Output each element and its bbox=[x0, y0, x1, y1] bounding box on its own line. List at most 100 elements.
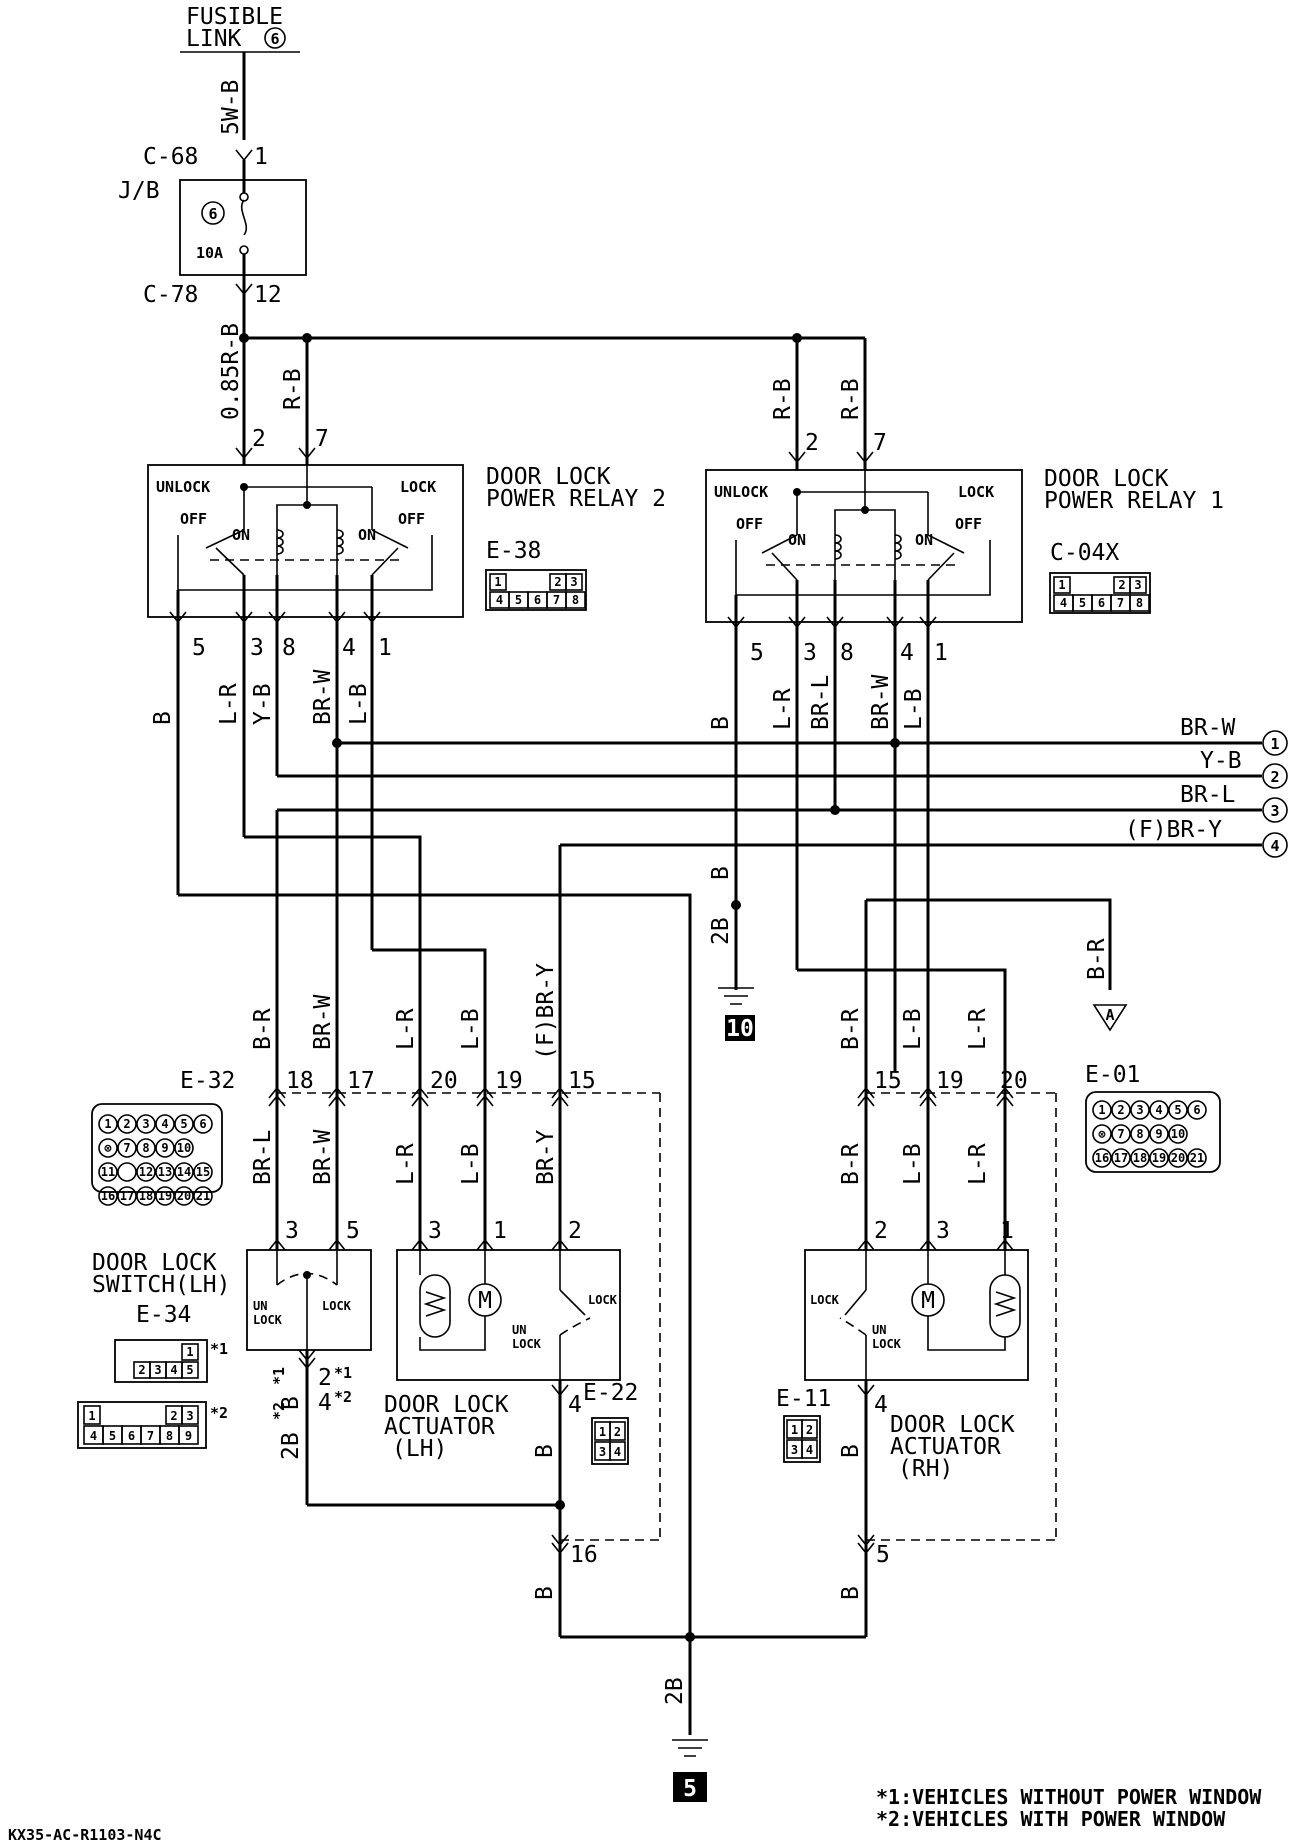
connector-pin bbox=[136, 1162, 156, 1182]
ground10-wire-label: B bbox=[708, 866, 734, 880]
connector-pin bbox=[1092, 1100, 1112, 1120]
relay2-wire-label: L-R bbox=[216, 683, 242, 725]
relay2-wire-label: Y-B bbox=[250, 683, 276, 725]
fuse-end-top bbox=[239, 192, 249, 202]
connector-pin-label: 7 bbox=[1117, 1127, 1124, 1141]
ground10-number: 10 bbox=[726, 1016, 754, 1042]
jb-label: J/B bbox=[118, 178, 160, 204]
actuator-rh-pin: 3 bbox=[936, 1218, 950, 1244]
connector-pin bbox=[1168, 1124, 1188, 1144]
c78-terminal bbox=[235, 283, 253, 296]
connector-pin bbox=[155, 1162, 175, 1182]
connector-pin-label: 3 bbox=[186, 1409, 193, 1423]
switch-lh-note1: *1 bbox=[334, 1364, 352, 1382]
relay2-out-pin: 8 bbox=[282, 635, 296, 661]
connector-pin-label: 9 bbox=[1155, 1127, 1162, 1141]
connector-pin bbox=[98, 1138, 118, 1158]
actuator-rh-box bbox=[804, 1249, 1029, 1381]
e32-pin16-terminal bbox=[551, 1534, 569, 1555]
switch-lh-pin-a: 3 bbox=[285, 1218, 299, 1244]
connector-pin-label: 4 bbox=[90, 1429, 97, 1443]
relay2-box bbox=[147, 464, 464, 618]
actuator-lh-heater-icon bbox=[419, 1274, 451, 1338]
bus-terminal bbox=[1262, 763, 1288, 789]
connector-pin-label: 18 bbox=[1133, 1151, 1147, 1165]
connector-pin bbox=[1130, 1148, 1150, 1168]
relay2-wire-label: B bbox=[150, 711, 176, 725]
connector-pin bbox=[117, 1162, 137, 1182]
relay2-out-pin: 1 bbox=[378, 635, 392, 661]
connector-pin bbox=[1092, 1124, 1112, 1144]
relay1-off-right: OFF bbox=[955, 515, 982, 533]
connector-pin bbox=[117, 1138, 137, 1158]
connector-pin bbox=[1111, 1148, 1131, 1168]
relay1-title-1: DOOR LOCK bbox=[1044, 466, 1169, 492]
switch-lh-id: E-34 bbox=[136, 1302, 191, 1328]
bus-terminal bbox=[1262, 832, 1288, 858]
relay2: UNLOCK LOCK OFF OFF ON ON bbox=[147, 464, 464, 618]
connector-pin bbox=[174, 1138, 194, 1158]
connector-pin bbox=[1187, 1100, 1207, 1120]
relay1-lock-label: LOCK bbox=[958, 483, 994, 501]
relay2-switch-left bbox=[205, 529, 245, 549]
relay1-out-pin: 1 bbox=[934, 640, 948, 666]
connector-pin-label: 5 bbox=[1079, 596, 1086, 610]
connector-cell bbox=[1129, 594, 1150, 612]
connector-pin-label: 4 bbox=[1155, 1103, 1162, 1117]
connector-pin-label: 15 bbox=[196, 1165, 210, 1179]
connector-pin-label: 5 bbox=[109, 1429, 116, 1443]
connector-cell bbox=[609, 1421, 626, 1441]
connector-pin-label: 8 bbox=[1136, 1127, 1143, 1141]
bottom-wire-b-left: B bbox=[532, 1586, 558, 1600]
bus-wire-label: Y-B bbox=[1200, 748, 1242, 774]
bus-number: 2 bbox=[1270, 768, 1279, 786]
relay2-coil-icon bbox=[336, 529, 344, 555]
e32-pin: 18 bbox=[286, 1068, 314, 1094]
fuse-number-circle bbox=[201, 201, 225, 225]
connector-pin bbox=[117, 1186, 137, 1206]
wire-5wb-label: 5W-B bbox=[218, 80, 244, 135]
connector-pin-label: 7 bbox=[123, 1141, 130, 1155]
e01-wires bbox=[864, 900, 1007, 1250]
connector-pin-label: ⊗ bbox=[104, 1141, 112, 1155]
fusible-link-number-circle bbox=[264, 27, 286, 49]
connector-cell bbox=[801, 1439, 818, 1459]
actuator-lh-pin: 2 bbox=[568, 1218, 582, 1244]
e32-wire-below: BR-L bbox=[250, 1130, 276, 1185]
connector-cell bbox=[565, 573, 583, 591]
relay1-out-pin: 8 bbox=[840, 640, 854, 666]
e32-wire-above: BR-W bbox=[310, 994, 336, 1050]
connector-pin-label: 1 bbox=[1098, 1103, 1105, 1117]
switch-lh-note2: *2 bbox=[270, 1402, 288, 1420]
connector-pin bbox=[1130, 1124, 1150, 1144]
connector-pin-label: 12 bbox=[139, 1165, 153, 1179]
relay-input-terminals bbox=[235, 447, 874, 464]
relay2-off-bar bbox=[177, 535, 433, 591]
e01-wire-below: L-R bbox=[965, 1143, 991, 1185]
e32-wire-above: L-B bbox=[458, 1008, 484, 1050]
relay2-out-pin: 4 bbox=[342, 635, 356, 661]
connector-pin-label: 9 bbox=[185, 1429, 192, 1443]
connector-pin-label: 1 bbox=[186, 1345, 193, 1359]
fusible-link-label-2: LINK bbox=[186, 26, 242, 52]
connector-pin bbox=[1149, 1100, 1169, 1120]
connector-cell bbox=[1053, 576, 1071, 594]
c68-connector-id: C-68 bbox=[143, 144, 198, 170]
connector-pin-label: 4 bbox=[496, 593, 503, 607]
relay2-unlock-label: UNLOCK bbox=[156, 478, 210, 496]
connector-pin-label: 1 bbox=[88, 1409, 95, 1423]
connector-pin-label: 3 bbox=[599, 1445, 606, 1459]
actuator-rh-pin: 2 bbox=[874, 1218, 888, 1244]
connector-pin bbox=[155, 1138, 175, 1158]
relay1-off-left: OFF bbox=[736, 515, 763, 533]
ground10-badge bbox=[725, 1015, 755, 1041]
switch-lh-unlock-label: LOCK bbox=[253, 1313, 283, 1327]
connector-pin bbox=[193, 1162, 213, 1182]
connector-pin-label: 4 bbox=[161, 1117, 168, 1131]
note-2: *2:VEHICLES WITH POWER WINDOW bbox=[876, 1807, 1226, 1831]
actuator-lh-wire-b: B bbox=[532, 1444, 558, 1458]
e32-wire-below: L-B bbox=[458, 1143, 484, 1185]
connector-pin bbox=[98, 1162, 118, 1182]
connector-pin-label: 10 bbox=[177, 1141, 191, 1155]
